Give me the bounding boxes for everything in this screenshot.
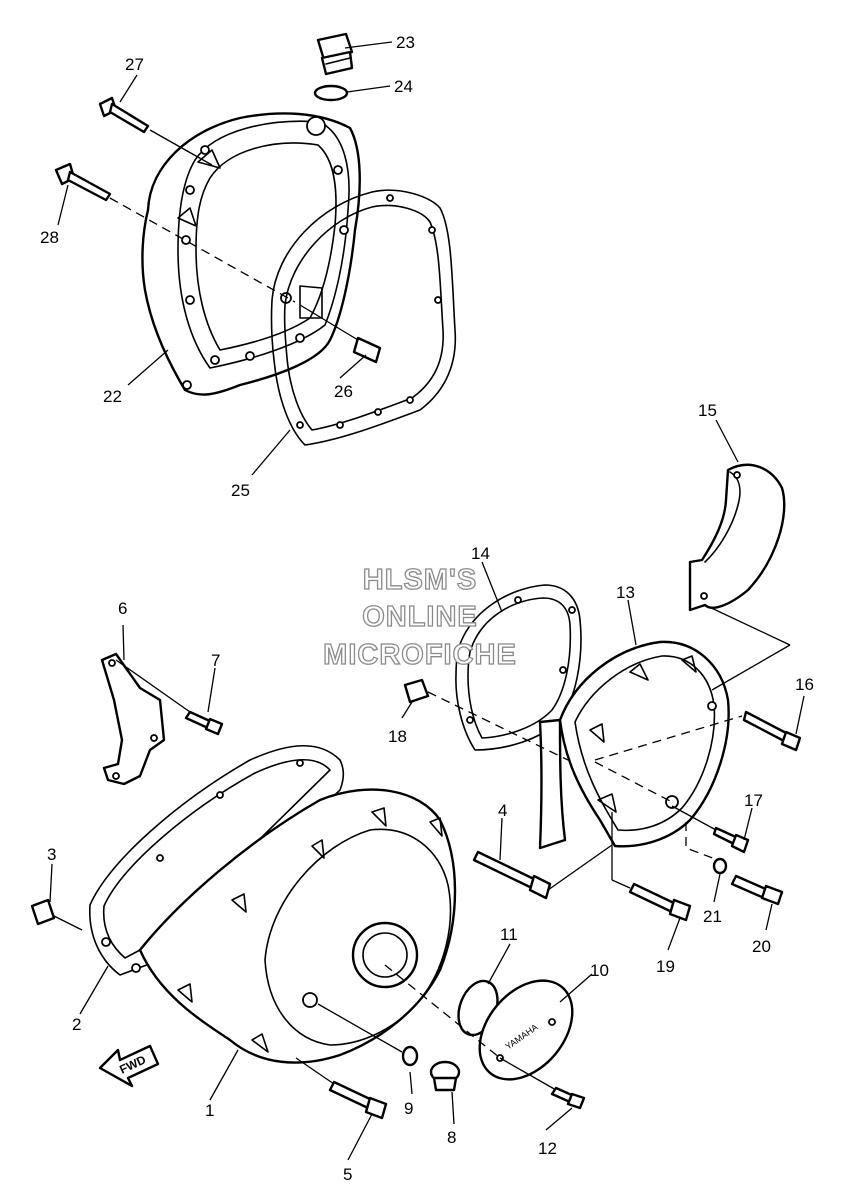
part-20-bolt (730, 874, 784, 906)
callout-24: 24 (394, 77, 413, 96)
svg-text:HLSM'S: HLSM'S (363, 564, 477, 596)
part-24-o-ring (313, 84, 349, 102)
fwd-arrow-icon: FWD (98, 1044, 160, 1088)
callout-15: 15 (698, 401, 717, 420)
callout-22: 22 (103, 387, 122, 406)
callout-9: 9 (404, 1099, 413, 1118)
callout-10: 10 (590, 961, 609, 980)
callout-6: 6 (118, 599, 127, 618)
part-21-washer (712, 857, 728, 875)
part-18-dowel (403, 678, 430, 704)
callout-18: 18 (388, 727, 407, 746)
callout-12: 12 (538, 1139, 557, 1158)
part-3-dowel (30, 898, 56, 926)
callout-13: 13 (616, 583, 635, 602)
callout-17: 17 (744, 791, 763, 810)
part-17-bolt (671, 805, 750, 854)
part-7-bolt (115, 659, 224, 736)
svg-text:MICROFICHE: MICROFICHE (323, 639, 517, 671)
part-28-bolt (54, 162, 296, 303)
part-1-left-cover (138, 788, 457, 1064)
callout-2: 2 (72, 1015, 81, 1034)
part-22-crankcase-cover (141, 112, 361, 396)
part-26-dowel (299, 304, 382, 364)
part-19-bolt (611, 812, 692, 922)
part-9-washer (401, 1045, 419, 1067)
callout-1: 1 (205, 1101, 214, 1120)
callout-8: 8 (447, 1128, 456, 1147)
part-5-bolt (295, 1057, 388, 1120)
callout-25: 25 (231, 481, 250, 500)
callout-16: 16 (795, 675, 814, 694)
callout-11: 11 (500, 925, 518, 944)
callout-5: 5 (343, 1165, 352, 1184)
callout-4: 4 (498, 801, 507, 820)
part-6-bracket (100, 652, 166, 786)
part-25-gasket (270, 189, 457, 446)
callout-7: 7 (211, 651, 220, 670)
part-13-right-cover (538, 640, 730, 850)
callout-20: 20 (752, 937, 771, 956)
part-10-cover: YAMAHA (478, 979, 574, 1081)
part-12-screw (550, 1086, 586, 1110)
callout-28: 28 (40, 228, 59, 247)
callout-numbers: 1 2 3 4 5 6 7 8 9 10 11 12 13 14 15 16 1… (40, 33, 814, 1184)
part-23-filler-cap (316, 32, 354, 76)
watermark: HLSM'S ONLINE MICROFICHE (323, 563, 517, 671)
callout-19: 19 (656, 957, 675, 976)
part-27-bolt (98, 96, 213, 166)
part-2-gasket (89, 745, 345, 976)
part-15-shield (688, 463, 786, 612)
callout-26: 26 (334, 382, 353, 401)
part-16-bolt (594, 710, 802, 761)
part-8-plug (429, 1060, 461, 1092)
part-4-bolt (472, 844, 613, 900)
callout-3: 3 (47, 845, 56, 864)
callout-27: 27 (125, 55, 144, 74)
svg-text:ONLINE: ONLINE (362, 601, 478, 633)
callout-21: 21 (703, 907, 722, 926)
callout-14: 14 (471, 544, 490, 563)
callout-23: 23 (396, 33, 415, 52)
